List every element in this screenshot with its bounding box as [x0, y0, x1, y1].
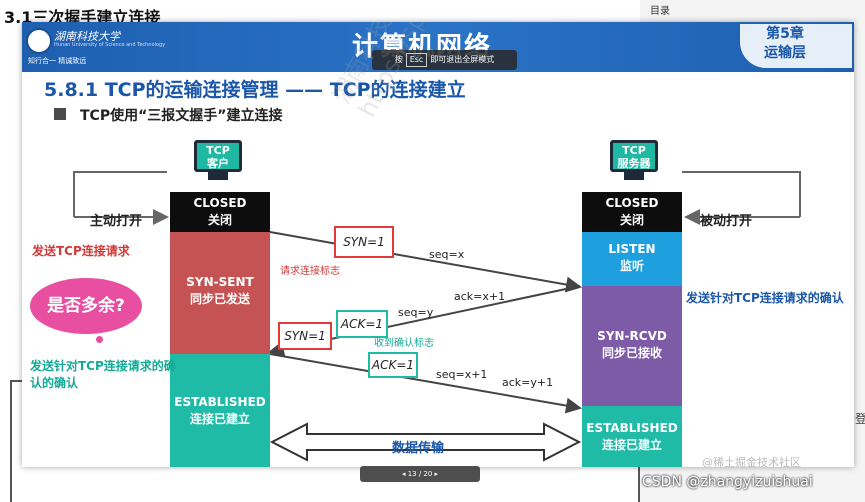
data-transfer-label: 数据传输 — [392, 441, 445, 456]
state-name: LISTEN — [608, 242, 656, 256]
right-note: 发送针对TCP连接请求的确认 — [686, 291, 844, 305]
client-monitor-line2: 客户 — [207, 157, 229, 170]
state-name: ESTABLISHED — [174, 395, 266, 409]
client-state-syn-sent: SYN-SENT 同步已发送 — [170, 232, 270, 354]
bubble-tail — [96, 336, 103, 343]
state-name: CLOSED — [193, 196, 247, 210]
state-cn: 连接已建立 — [601, 438, 662, 452]
bullet-square-icon — [54, 108, 66, 120]
data-transfer-arrow — [269, 422, 582, 462]
state-cn: 关闭 — [207, 213, 232, 227]
csdn-watermark: CSDN @zhangyizuishuai — [642, 474, 813, 490]
msg3-seq: seq=x+1 — [436, 368, 488, 381]
ack-arrow — [269, 353, 582, 414]
msg3-ack-flag: ACK=1 — [368, 352, 418, 378]
toc-label[interactable]: 目录 — [650, 6, 670, 17]
esc-hint-prefix: 按 — [394, 55, 403, 64]
server-state-closed: CLOSED 关闭 — [582, 192, 682, 232]
msg1-note: 请求连接标志 — [280, 266, 340, 277]
msg2-ack-flag: ACK=1 — [336, 310, 388, 338]
bubble-tail — [82, 322, 94, 334]
active-open-label: 主动打开 — [90, 214, 143, 229]
page-indicator: 13 / 20 — [407, 470, 433, 478]
server-monitor-line2: 服务器 — [617, 157, 651, 170]
university-motto: 知行合一 精诚致远 — [28, 57, 87, 65]
slide-image: 湖南科技大学 Hunan University of Science and T… — [22, 22, 854, 467]
server-state-syn-rcvd: SYN-RCVD 同步已接收 — [582, 286, 682, 406]
server-state-established: ESTABLISHED 连接已建立 — [582, 406, 682, 467]
state-cn: 同步已接收 — [601, 346, 662, 360]
state-name: SYN-RCVD — [597, 329, 667, 343]
section-title: 5.8.1 TCP的运输连接管理 —— TCP的连接建立 — [44, 79, 466, 101]
server-monitor-line1: TCP — [622, 144, 646, 157]
state-cn: 关闭 — [619, 213, 644, 227]
server-monitor-icon: TCP 服务器 — [610, 140, 658, 172]
client-monitor-stand — [208, 172, 228, 180]
university-name: 湖南科技大学 — [54, 30, 120, 43]
university-logo-icon — [26, 28, 52, 54]
chapter-number: 第5章 — [766, 26, 804, 42]
msg1-seq: seq=x — [429, 248, 465, 261]
msg2-seq: seq=y — [398, 306, 434, 319]
state-name: CLOSED — [605, 196, 659, 210]
client-state-closed: CLOSED 关闭 — [170, 192, 270, 232]
state-cn: 监听 — [619, 259, 644, 273]
server-state-listen: LISTEN 监听 — [582, 232, 682, 286]
state-name: SYN-SENT — [186, 275, 254, 289]
juejin-watermark: @稀土掘金技术社区 — [702, 456, 801, 467]
login-fragment[interactable]: 登 — [855, 412, 865, 426]
chapter-name: 运输层 — [764, 45, 806, 61]
state-cn: 连接已建立 — [189, 412, 250, 426]
chapter-label: 第5章 运输层 — [764, 25, 806, 63]
client-monitor-icon: TCP 客户 — [194, 140, 242, 172]
msg2-ack: ack=x+1 — [454, 290, 506, 303]
chapter-badge — [740, 24, 852, 68]
left-note: 发送针对TCP连接请求的确认的确认 — [30, 359, 176, 390]
bullet-text: TCP使用“三报文握手”建立连接 — [80, 108, 283, 124]
msg3-ack: ack=y+1 — [502, 376, 554, 389]
send-request-label: 发送TCP连接请求 — [32, 244, 130, 258]
university-name-en: Hunan University of Science and Technolo… — [54, 42, 166, 48]
msg1-syn-flag: SYN=1 — [334, 226, 394, 258]
esc-key: Esc — [405, 53, 428, 67]
client-state-established: ESTABLISHED 连接已建立 — [170, 354, 270, 467]
server-loop-line — [682, 171, 801, 217]
syn-arrow — [269, 231, 582, 293]
state-name: ESTABLISHED — [586, 421, 678, 435]
handshake-arrows — [73, 171, 801, 462]
passive-open-label: 被动打开 — [700, 214, 753, 229]
state-cn: 同步已发送 — [189, 292, 250, 306]
server-monitor-stand — [624, 172, 644, 180]
client-loop-line — [73, 171, 167, 217]
esc-hint-suffix: 即可退出全屏模式 — [430, 55, 495, 64]
msg2-note: 收到确认标志 — [374, 338, 434, 349]
client-monitor-line1: TCP — [206, 144, 230, 157]
msg2-syn-flag: SYN=1 — [278, 322, 332, 350]
slide-page-nav[interactable]: ◂ 13 / 20 ▸ — [360, 466, 480, 482]
